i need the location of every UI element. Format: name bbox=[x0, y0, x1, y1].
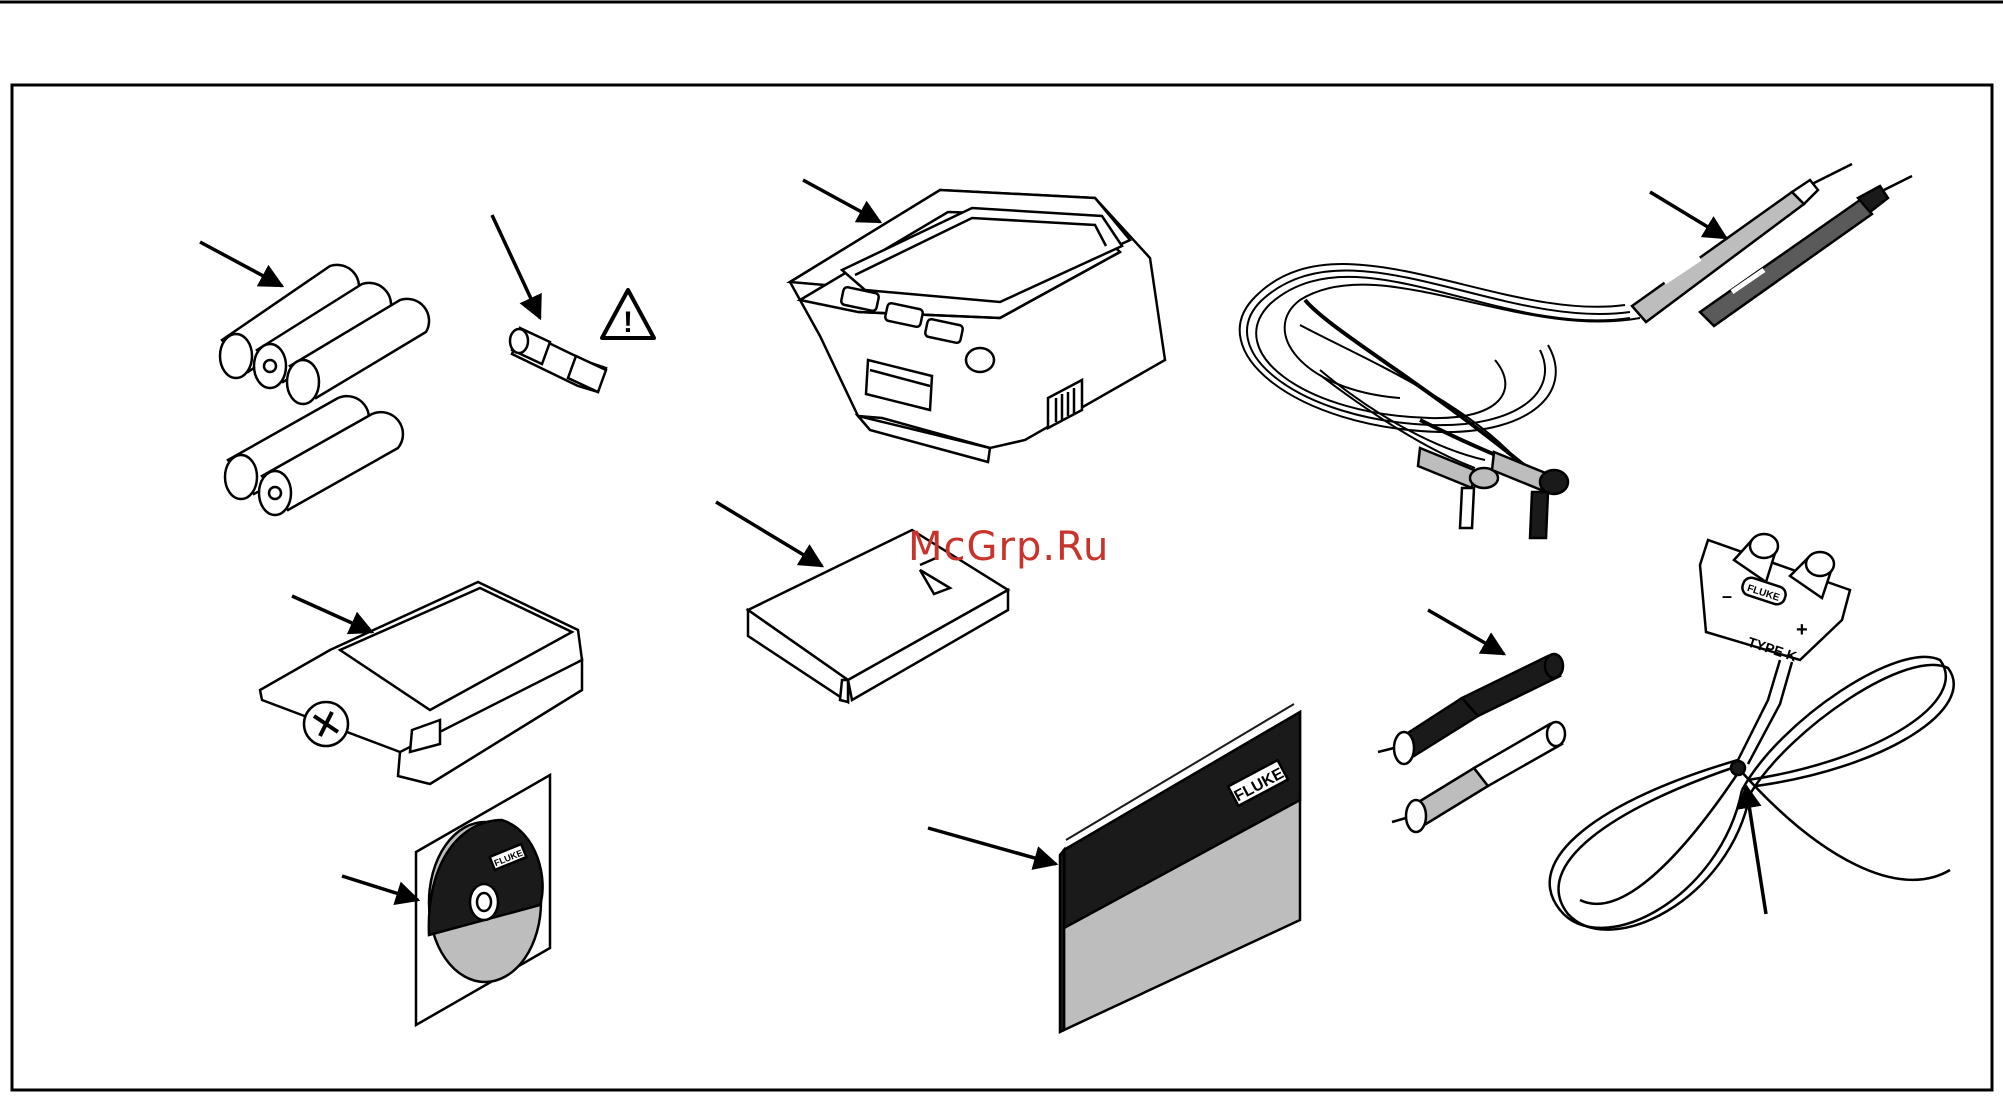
callout-arrow-adapter-plugs bbox=[1428, 610, 1504, 654]
callout-arrow-back-cover bbox=[292, 596, 372, 632]
adapter-plugs-illustration bbox=[1378, 654, 1565, 832]
callout-arrow-manual bbox=[928, 828, 1056, 864]
warning-icon-glyph: ! bbox=[623, 306, 633, 339]
callout-arrow-thermocouple bbox=[1746, 786, 1766, 914]
watermark-text: McGrp.Ru bbox=[908, 524, 1109, 570]
thermocouple-plus-label: + bbox=[1796, 619, 1808, 641]
callout-arrow-meter bbox=[803, 180, 880, 222]
meter-illustration bbox=[790, 190, 1165, 462]
callout-arrow-card bbox=[716, 502, 822, 566]
test-lead-plugs bbox=[1418, 448, 1568, 538]
batteries-illustration bbox=[220, 265, 429, 515]
fuse-illustration bbox=[510, 328, 606, 392]
manual-illustration: FLUKE bbox=[1060, 704, 1300, 1032]
thermocouple-minus-label: – bbox=[1722, 586, 1732, 606]
cd-rom-illustration: FLUKE bbox=[416, 775, 550, 1025]
callout-arrow-test-leads bbox=[1650, 192, 1726, 238]
callout-arrow-fuse bbox=[492, 215, 540, 318]
callout-arrow-batteries bbox=[200, 242, 282, 286]
callout-arrow-cd-rom bbox=[342, 876, 418, 900]
test-leads-illustration bbox=[1240, 264, 1640, 470]
warning-icon: ! bbox=[602, 290, 654, 339]
back-cover-illustration bbox=[260, 582, 582, 784]
